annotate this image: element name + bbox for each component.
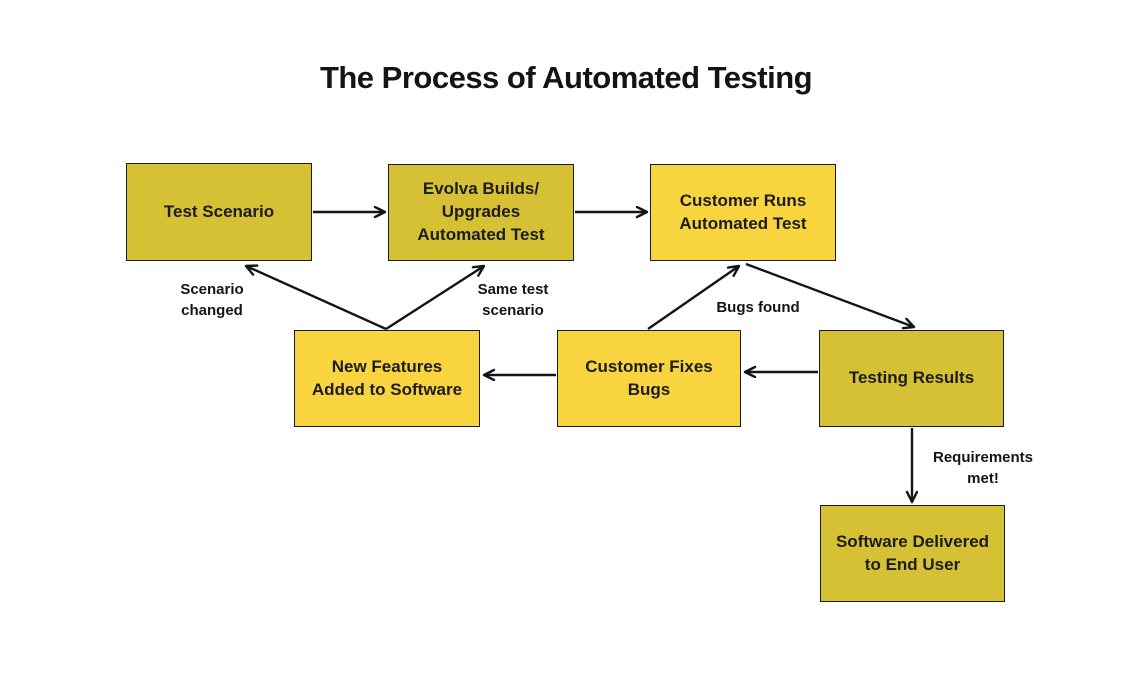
- edge-label-requirements-met: Requirements met!: [932, 449, 1034, 487]
- node-customer-fixes-bugs: Customer Fixes Bugs: [557, 330, 741, 427]
- arrow-new-features-to-test-scenario: [246, 266, 387, 331]
- node-customer-runs-automated-test: Customer Runs Automated Test: [650, 164, 836, 261]
- node-software-delivered: Software Delivered to End User: [820, 505, 1005, 602]
- node-test-scenario: Test Scenario: [126, 163, 312, 261]
- arrow-customer-fixes-to-customer-runs: [647, 266, 739, 330]
- page-title: The Process of Automated Testing: [319, 60, 813, 95]
- arrow-new-features-to-evolva: [385, 266, 484, 331]
- node-new-features-added: New Features Added to Software: [294, 330, 480, 427]
- edge-label-same-test-scenario: Same test scenario: [477, 281, 549, 319]
- node-testing-results: Testing Results: [819, 330, 1004, 427]
- node-evolva-builds-upgrades: Evolva Builds/ Upgrades Automated Test: [388, 164, 574, 261]
- edge-label-bugs-found: Bugs found: [716, 299, 800, 316]
- arrow-customer-runs-to-testing-results: [745, 262, 914, 327]
- edge-label-scenario-changed: Scenario changed: [180, 281, 244, 319]
